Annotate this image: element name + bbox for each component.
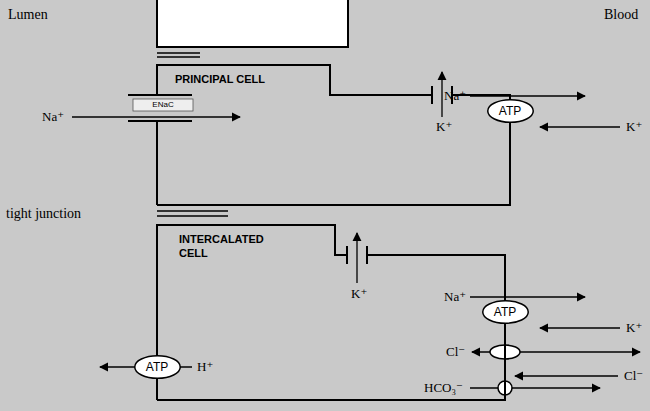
structure-label: tight junction <box>6 207 81 221</box>
label-anchor: Cl⁻ <box>624 369 643 382</box>
label-anchor: Na⁺ <box>444 89 466 102</box>
region-label: Blood <box>604 8 638 22</box>
ion-label: Cl⁻ <box>446 345 465 358</box>
cell-name: PRINCIPAL CELL <box>175 73 375 87</box>
upper-cell-outline <box>157 0 348 47</box>
principal-cell-outline <box>157 65 510 205</box>
label-anchor: K⁺ <box>626 120 642 133</box>
upper-cell <box>157 0 348 47</box>
label-anchor: K⁺ <box>351 287 367 300</box>
potassium-channels <box>347 86 452 264</box>
transporter-name: ATP <box>146 361 168 373</box>
enac-channel: ENaC <box>133 99 193 111</box>
atp-pump: ATP <box>482 300 529 324</box>
ion-label: K⁺ <box>351 287 367 300</box>
ion-label: HCO₃⁻ <box>424 381 463 394</box>
atp-pump: ATP <box>487 99 534 123</box>
ion-label: Na⁺ <box>444 89 466 102</box>
label-anchor: Blood <box>604 8 638 22</box>
ion-label: K⁺ <box>436 120 452 133</box>
label-anchor: H⁺ <box>197 360 213 373</box>
intercalated-cell-outline <box>157 225 505 400</box>
ion-label: K⁺ <box>626 321 642 334</box>
ion-label: Na⁺ <box>42 110 64 123</box>
ion-label: Na⁺ <box>444 290 466 303</box>
label-anchor: HCO₃⁻ <box>424 381 463 394</box>
ion-label: Cl⁻ <box>624 369 643 382</box>
label-anchor: Lumen <box>8 8 48 22</box>
label-anchor: Na⁺ <box>444 290 466 303</box>
intercalated-cell: INTERCALATED CELLATPATP <box>157 225 505 400</box>
label-anchor: K⁺ <box>436 120 452 133</box>
transporter-name: ATP <box>494 306 516 318</box>
proton-pump: ATP <box>134 355 181 379</box>
label-anchor: tight junction <box>6 207 81 221</box>
label-anchor: K⁺ <box>626 321 642 334</box>
ion-label: K⁺ <box>626 120 642 133</box>
principal-cell: PRINCIPAL CELLENaCATP <box>157 65 510 205</box>
transporter-name: ATP <box>499 105 521 117</box>
ion-label: H⁺ <box>197 360 213 373</box>
transporter-name: ENaC <box>152 101 173 109</box>
label-anchor: Na⁺ <box>42 110 64 123</box>
region-label: Lumen <box>8 8 48 22</box>
label-anchor: Cl⁻ <box>446 345 465 358</box>
cell-name: INTERCALATED CELL <box>179 233 274 261</box>
